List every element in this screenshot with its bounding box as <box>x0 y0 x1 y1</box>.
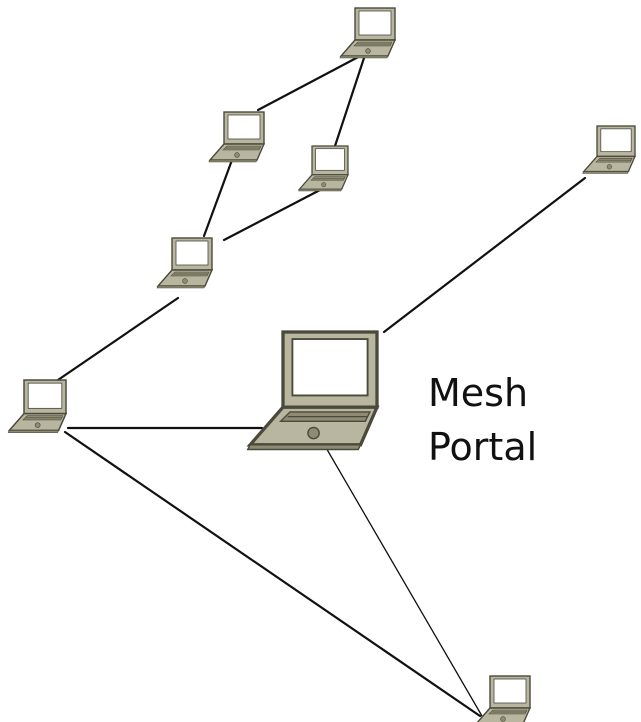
link-laptop-top-to-laptop-upper-mid <box>333 53 367 148</box>
nodes-layer <box>7 7 637 722</box>
link-laptop-upper-left-to-laptop-middle-left <box>202 158 234 238</box>
portal-label-line1: Mesh <box>428 371 528 415</box>
laptop-far-left-laptop-icon <box>7 379 68 433</box>
link-laptop-top-to-laptop-upper-left <box>256 53 364 112</box>
laptop-middle-left-laptop-icon <box>156 237 214 289</box>
link-laptop-upper-mid-to-laptop-middle-left <box>222 188 322 242</box>
laptop-upper-mid-laptop-icon <box>298 145 349 192</box>
link-laptop-far-left-to-laptop-bottom <box>63 430 482 718</box>
link-laptop-far-right-to-laptop-portal <box>382 176 587 334</box>
links-layer <box>53 53 587 718</box>
laptop-far-right-laptop-icon <box>582 125 637 174</box>
link-laptop-portal-to-laptop-bottom <box>324 445 483 717</box>
portal-label-line2: Portal <box>428 425 537 469</box>
laptop-upper-left-laptop-icon <box>208 111 266 163</box>
laptop-portal-laptop-icon <box>246 330 380 451</box>
laptop-bottom-laptop-icon <box>476 675 532 722</box>
link-laptop-middle-left-to-laptop-far-left <box>53 296 180 384</box>
portal-label: Mesh Portal <box>428 371 537 469</box>
laptop-top-laptop-icon <box>339 7 397 59</box>
